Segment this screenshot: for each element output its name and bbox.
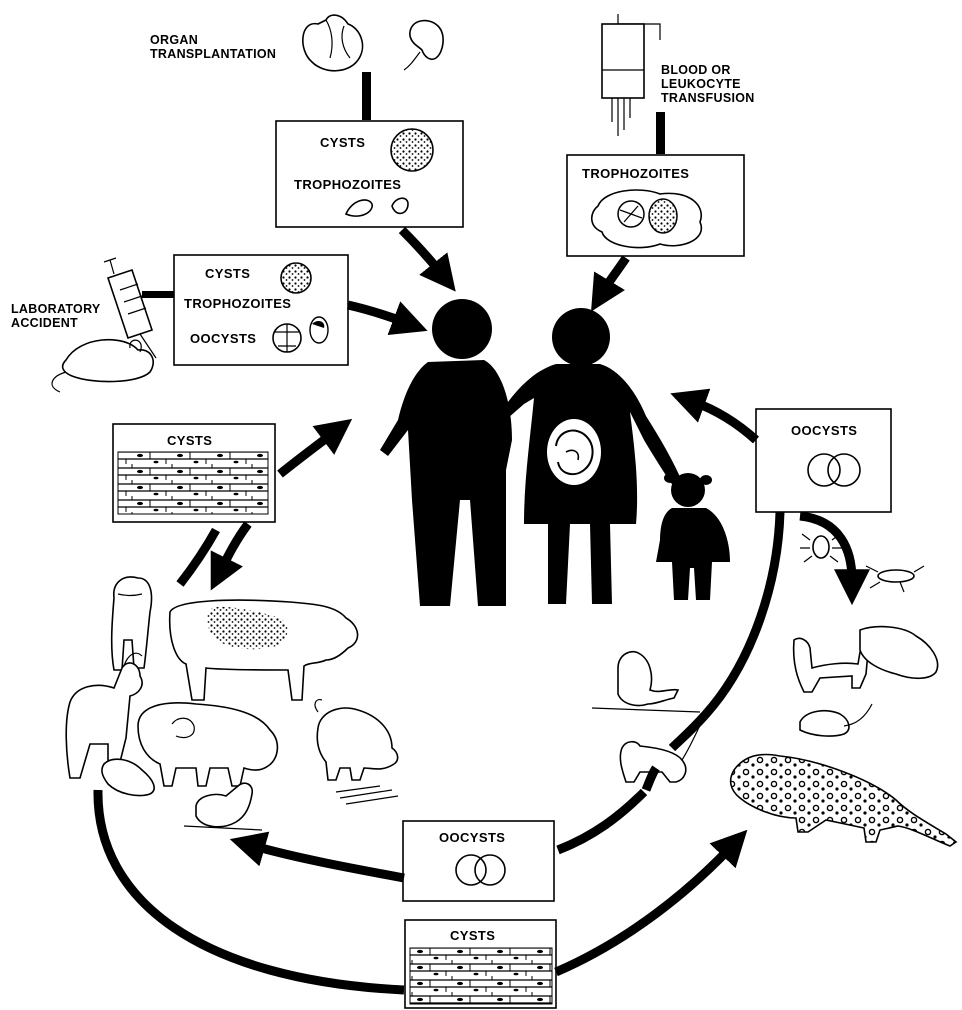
transfusion-box-trophozoites-label: TROPHOZOITES xyxy=(582,166,689,181)
leopard-icon xyxy=(729,753,958,847)
chicken-icon-2 xyxy=(101,758,155,797)
oocyst-icon-bottom xyxy=(455,854,506,886)
arrow-livestock-to-meat xyxy=(176,527,220,587)
lab-box-cysts-label: CYSTS xyxy=(205,266,250,281)
oocysts-right-box: OOCYSTS xyxy=(755,408,892,513)
arrow-cat-cycle-right xyxy=(668,511,785,752)
laboratory-group: LABORATORY ACCIDENT xyxy=(11,257,174,393)
meat-cysts-label: CYSTS xyxy=(167,433,212,448)
meat-cysts-box: CYSTS xyxy=(112,423,276,523)
cyst-icon xyxy=(390,128,434,172)
cockroach-icon xyxy=(865,565,925,593)
transfusion-label-1: BLOOD OR xyxy=(661,63,731,77)
chicken-icon xyxy=(183,782,263,831)
pig-icon xyxy=(314,699,399,781)
cat-icon xyxy=(591,650,701,713)
trophozoite-icon xyxy=(344,197,409,217)
organ-box-trophozoites-label: TROPHOZOITES xyxy=(294,177,401,192)
laboratory-label-2: ACCIDENT xyxy=(11,316,78,330)
grass-icon xyxy=(335,785,399,805)
transfusion-group: BLOOD OR LEUKOCYTE TRANSFUSION xyxy=(601,14,755,154)
organ-transplantation-label-1: ORGAN xyxy=(150,33,198,47)
organ-box: CYSTS TROPHOZOITES xyxy=(275,120,464,228)
cysts-bottom-box: CYSTS xyxy=(404,919,557,1009)
rodent-icon xyxy=(799,703,873,737)
connector-transfusion xyxy=(656,112,665,154)
oocysts-right-label: OOCYSTS xyxy=(791,423,857,438)
arrow-organ-to-humans xyxy=(398,226,456,292)
human-family-icon xyxy=(380,299,730,606)
transfusion-label-3: TRANSFUSION xyxy=(661,91,755,105)
transfusion-label-2: LEUKOCYTE xyxy=(661,77,741,91)
cat-icon-3 xyxy=(792,637,869,693)
cat-icon-4 xyxy=(859,625,939,680)
oocysts-bottom-label: OOCYSTS xyxy=(439,830,505,845)
arrow-livestock-to-cysts xyxy=(93,789,405,995)
kidney-icon xyxy=(403,19,444,71)
arrow-oocysts-to-humans xyxy=(670,388,760,444)
muscle-tissue-icon xyxy=(117,451,269,515)
arrow-lab-to-humans xyxy=(347,300,428,336)
goat-icon xyxy=(65,652,143,779)
lab-box: CYSTS TROPHOZOITES OOCYSTS xyxy=(173,254,349,366)
arrows xyxy=(93,226,870,995)
laboratory-label-1: LABORATORY xyxy=(11,302,101,316)
organ-box-cysts-label: CYSTS xyxy=(320,135,365,150)
connector-organ xyxy=(362,72,371,120)
cysts-bottom-label: CYSTS xyxy=(450,928,495,943)
organ-transplantation-group: ORGAN TRANSPLANTATION xyxy=(150,14,444,120)
lab-box-oocysts-label: OOCYSTS xyxy=(190,331,256,346)
transfusion-box: TROPHOZOITES xyxy=(566,154,745,257)
syringe-icon xyxy=(103,257,157,359)
heart-icon xyxy=(302,14,364,72)
arrow-cats-to-oocysts xyxy=(556,788,648,855)
cyst-icon-lab xyxy=(280,262,312,294)
muscle-tissue-icon-bottom xyxy=(409,947,553,1005)
cow-icon xyxy=(168,599,359,701)
mouse-icon xyxy=(51,338,154,393)
oocyst-icon-lab xyxy=(272,316,329,353)
leukocyte-icon xyxy=(590,189,703,249)
iv-bag-icon xyxy=(601,14,661,136)
organ-transplantation-label-2: TRANSPLANTATION xyxy=(150,47,276,61)
oocyst-icon-right xyxy=(807,453,861,487)
arrow-leopard-link xyxy=(641,765,660,792)
arrow-meat-to-humans xyxy=(277,418,353,478)
arrow-oocysts-to-prey xyxy=(799,511,870,606)
arrow-transfusion-to-humans xyxy=(591,255,630,312)
lab-box-trophozoites-label: TROPHOZOITES xyxy=(184,296,291,311)
insect-icon xyxy=(800,533,842,563)
sheep-icon xyxy=(110,576,153,671)
arrow-oocysts-to-livestock xyxy=(229,831,405,883)
oocysts-bottom-box: OOCYSTS xyxy=(402,820,555,902)
arrow-meat-to-livestock xyxy=(210,521,252,591)
arrow-cysts-to-leopard xyxy=(554,829,748,977)
sheep-icon-2 xyxy=(137,702,279,787)
connector-lab xyxy=(142,291,174,298)
